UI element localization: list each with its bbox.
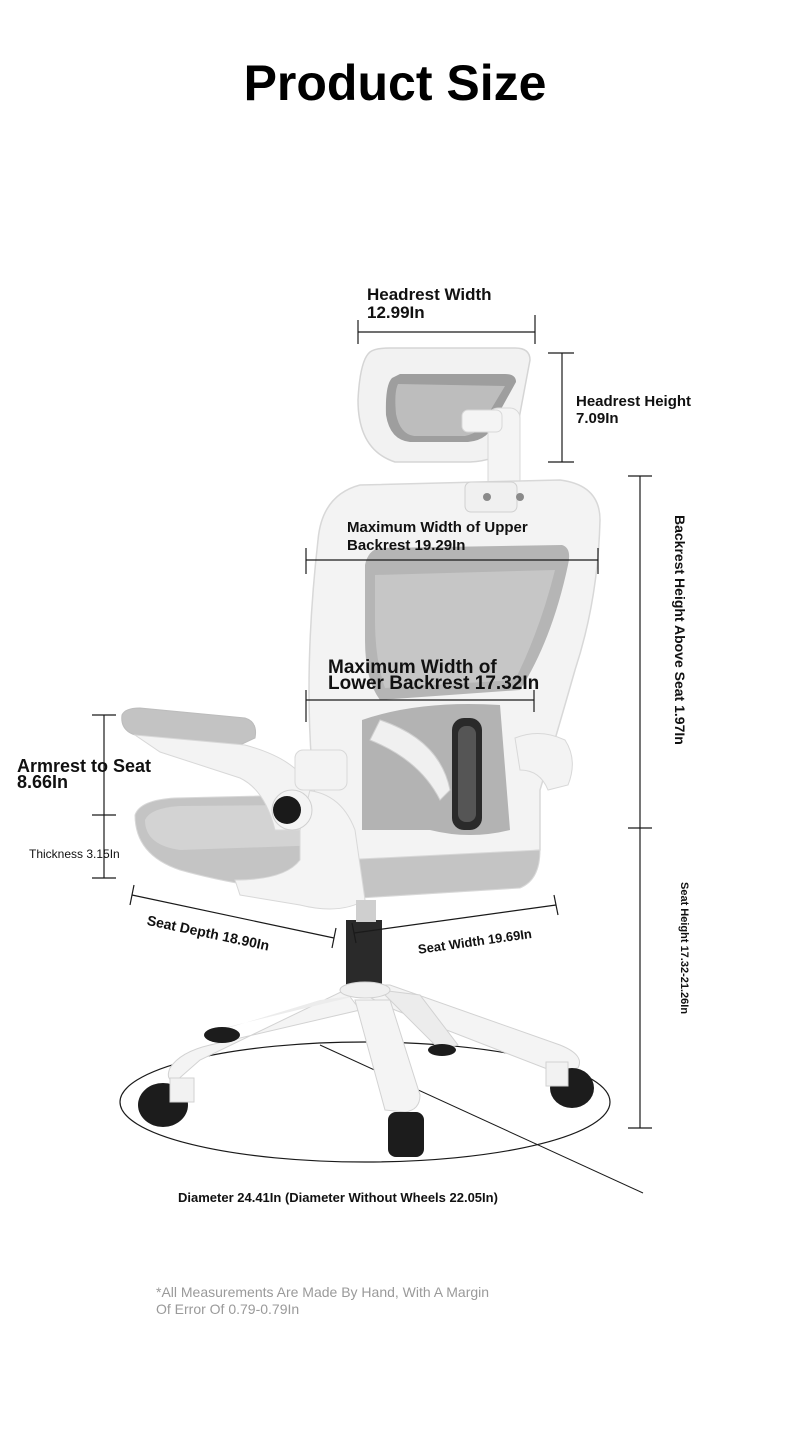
headrest-width-title: Headrest Width <box>367 285 492 304</box>
lower-backrest-label: Maximum Width of Lower Backrest 17.32In <box>328 657 540 694</box>
wheels <box>138 1027 594 1157</box>
seat-height-label: Seat Height 17.32-21.26In <box>678 882 690 1015</box>
headrest-width-label: Headrest Width 12.99In <box>367 286 492 322</box>
thickness-label: Thickness 3.15In <box>29 847 120 861</box>
headrest-height-label: Headrest Height 7.09In <box>576 393 691 427</box>
seat-width-line <box>353 904 557 934</box>
armrest-to-seat-title: Armrest to Seat <box>17 756 152 776</box>
backrest <box>308 479 601 871</box>
backrest-height-label: Backrest Height Above Seat 1.97In <box>672 515 688 745</box>
gas-lift <box>346 920 382 990</box>
upper-backrest-value: Backrest 19.29In <box>347 537 466 554</box>
armrest-left <box>121 707 348 831</box>
armrest-right <box>514 733 573 791</box>
diameter-label: Diameter 24.41In (Diameter Without Wheel… <box>178 1190 498 1205</box>
page-title: Product Size <box>243 55 547 111</box>
dimension-lines <box>92 315 652 1129</box>
lower-backrest-title: Maximum Width of <box>328 657 497 678</box>
seat-depth-line <box>131 894 335 939</box>
headrest-height-value: 7.09In <box>576 410 619 427</box>
lower-backrest-value: Lower Backrest 17.32In <box>328 673 540 694</box>
upper-backrest-title: Maximum Width of Upper <box>347 519 528 536</box>
measurement-note: *All Measurements Are Made By Hand, With… <box>156 1284 556 1318</box>
measurement-note-line1: *All Measurements Are Made By Hand, With… <box>156 1284 490 1300</box>
diameter-line <box>319 1044 644 1194</box>
upper-backrest-label: Maximum Width of Upper Backrest 19.29In <box>347 519 528 555</box>
armrest-to-seat-label: Armrest to Seat 8.66In <box>17 756 152 792</box>
measurement-note-line2: Of Error Of 0.79-0.79In <box>156 1301 300 1317</box>
base-diameter-ellipse <box>119 1041 611 1163</box>
chair-base <box>167 981 580 1113</box>
armrest-to-seat-value: 8.66In <box>17 772 69 792</box>
headrest-width-value: 12.99In <box>367 303 425 322</box>
headrest-height-title: Headrest Height <box>576 393 692 410</box>
